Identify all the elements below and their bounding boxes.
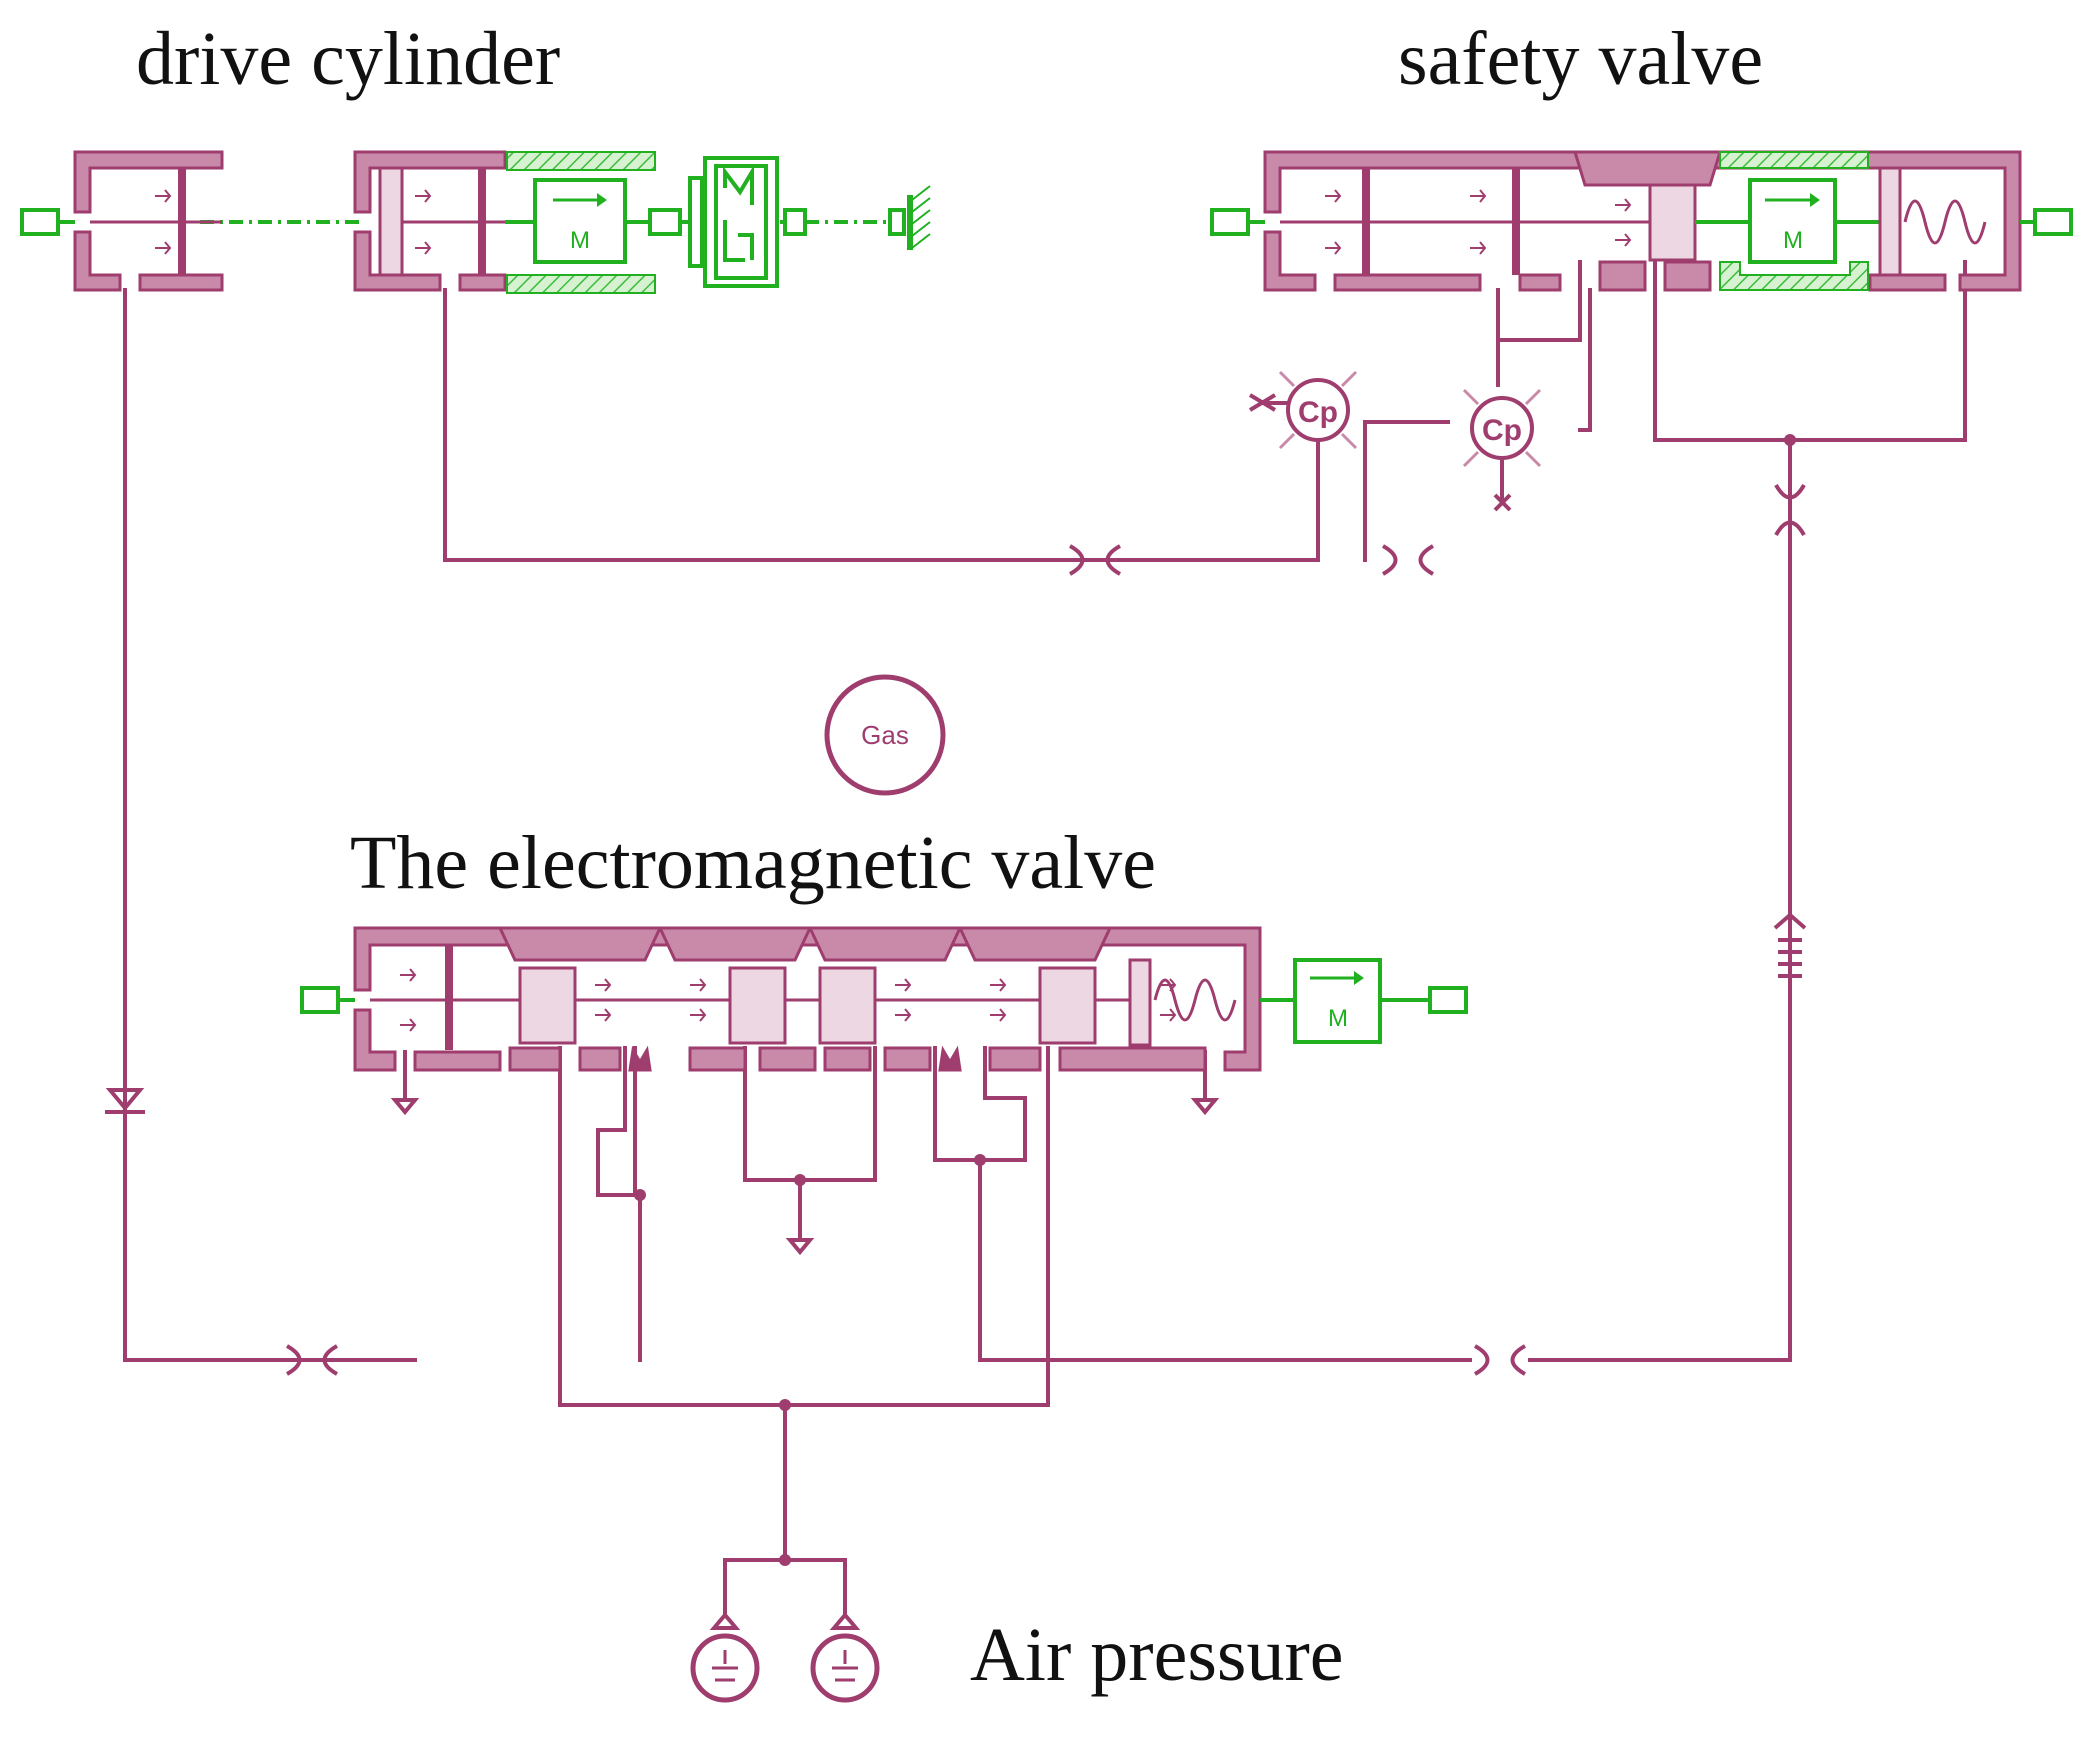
check-valve-icon [105, 1088, 145, 1114]
capacitance-node-1: Cp [1278, 370, 1358, 450]
orifice-icon [285, 1344, 339, 1376]
mass-label: M [1328, 1005, 1348, 1032]
mechanical-port-icon [2033, 208, 2073, 236]
orifice-icon [1774, 483, 1806, 537]
air-pressure-label: Air pressure [970, 1613, 1344, 1697]
mechanical-port-icon [20, 208, 60, 236]
junction-dot [779, 1399, 791, 1411]
electromagnetic-valve: M [300, 926, 1468, 1072]
exhaust-icon [390, 1050, 420, 1116]
junction-dot [634, 1189, 646, 1201]
electromagnetic-valve-label: The electromagnetic valve [350, 821, 1156, 905]
mechanical-port-icon [1210, 208, 1250, 236]
spring-icon [1903, 199, 1987, 245]
spring-damper-icon [680, 156, 807, 288]
gas-properties-symbol: Gas [824, 674, 946, 796]
gas-label: Gas [861, 720, 909, 750]
mass-label: M [1783, 227, 1803, 254]
valve-spool [518, 966, 577, 1045]
valve-spool [728, 966, 787, 1045]
pipe-junctions [634, 434, 1796, 1566]
mechanical-port-icon [300, 986, 340, 1014]
plug-icon [1493, 460, 1512, 512]
safety-valve: M [1210, 150, 2073, 292]
exhaust-icon [785, 1180, 815, 1256]
capacitance-label: Cp [1482, 414, 1522, 447]
drive-cylinder-label: drive cylinder [136, 17, 560, 101]
orifice-icon [1381, 544, 1435, 576]
cylinder-chamber-left [73, 150, 224, 292]
notch-icons [628, 1045, 962, 1072]
junction-dot [974, 1154, 986, 1166]
solenoid-mass [1293, 958, 1382, 1044]
orifice-icon [1068, 544, 1122, 576]
capacitance-node-2: Cp [1462, 388, 1542, 468]
pressure-source-icon [690, 1611, 760, 1703]
junction-dot [1784, 434, 1796, 446]
mass-label: M [570, 227, 590, 254]
orifices [285, 483, 1806, 1376]
cylinder-chamber-right [353, 150, 507, 292]
mass-element: M [505, 151, 682, 294]
spring-restrictor-icon [1773, 912, 1807, 978]
capacitance-label: Cp [1298, 396, 1338, 429]
fixed-ground-icon [805, 185, 931, 250]
orifice-icon [1473, 1344, 1527, 1376]
spring-icon [1153, 978, 1237, 1022]
valve-spool [818, 966, 877, 1045]
valve-spool [1038, 966, 1097, 1045]
junction-dot [779, 1554, 791, 1566]
air-pressure-sources [690, 1611, 880, 1703]
drive-cylinder: M [20, 150, 931, 294]
plug-markers [1248, 393, 1512, 512]
pressure-source-icon [810, 1611, 880, 1703]
mechanical-port-icon [1428, 986, 1468, 1014]
pneumatic-pipes [123, 260, 1967, 1617]
plug-icon [1248, 393, 1290, 412]
exhaust-symbols [390, 1050, 1220, 1256]
valve-spool [1648, 183, 1697, 262]
safety-valve-label: safety valve [1398, 17, 1763, 101]
